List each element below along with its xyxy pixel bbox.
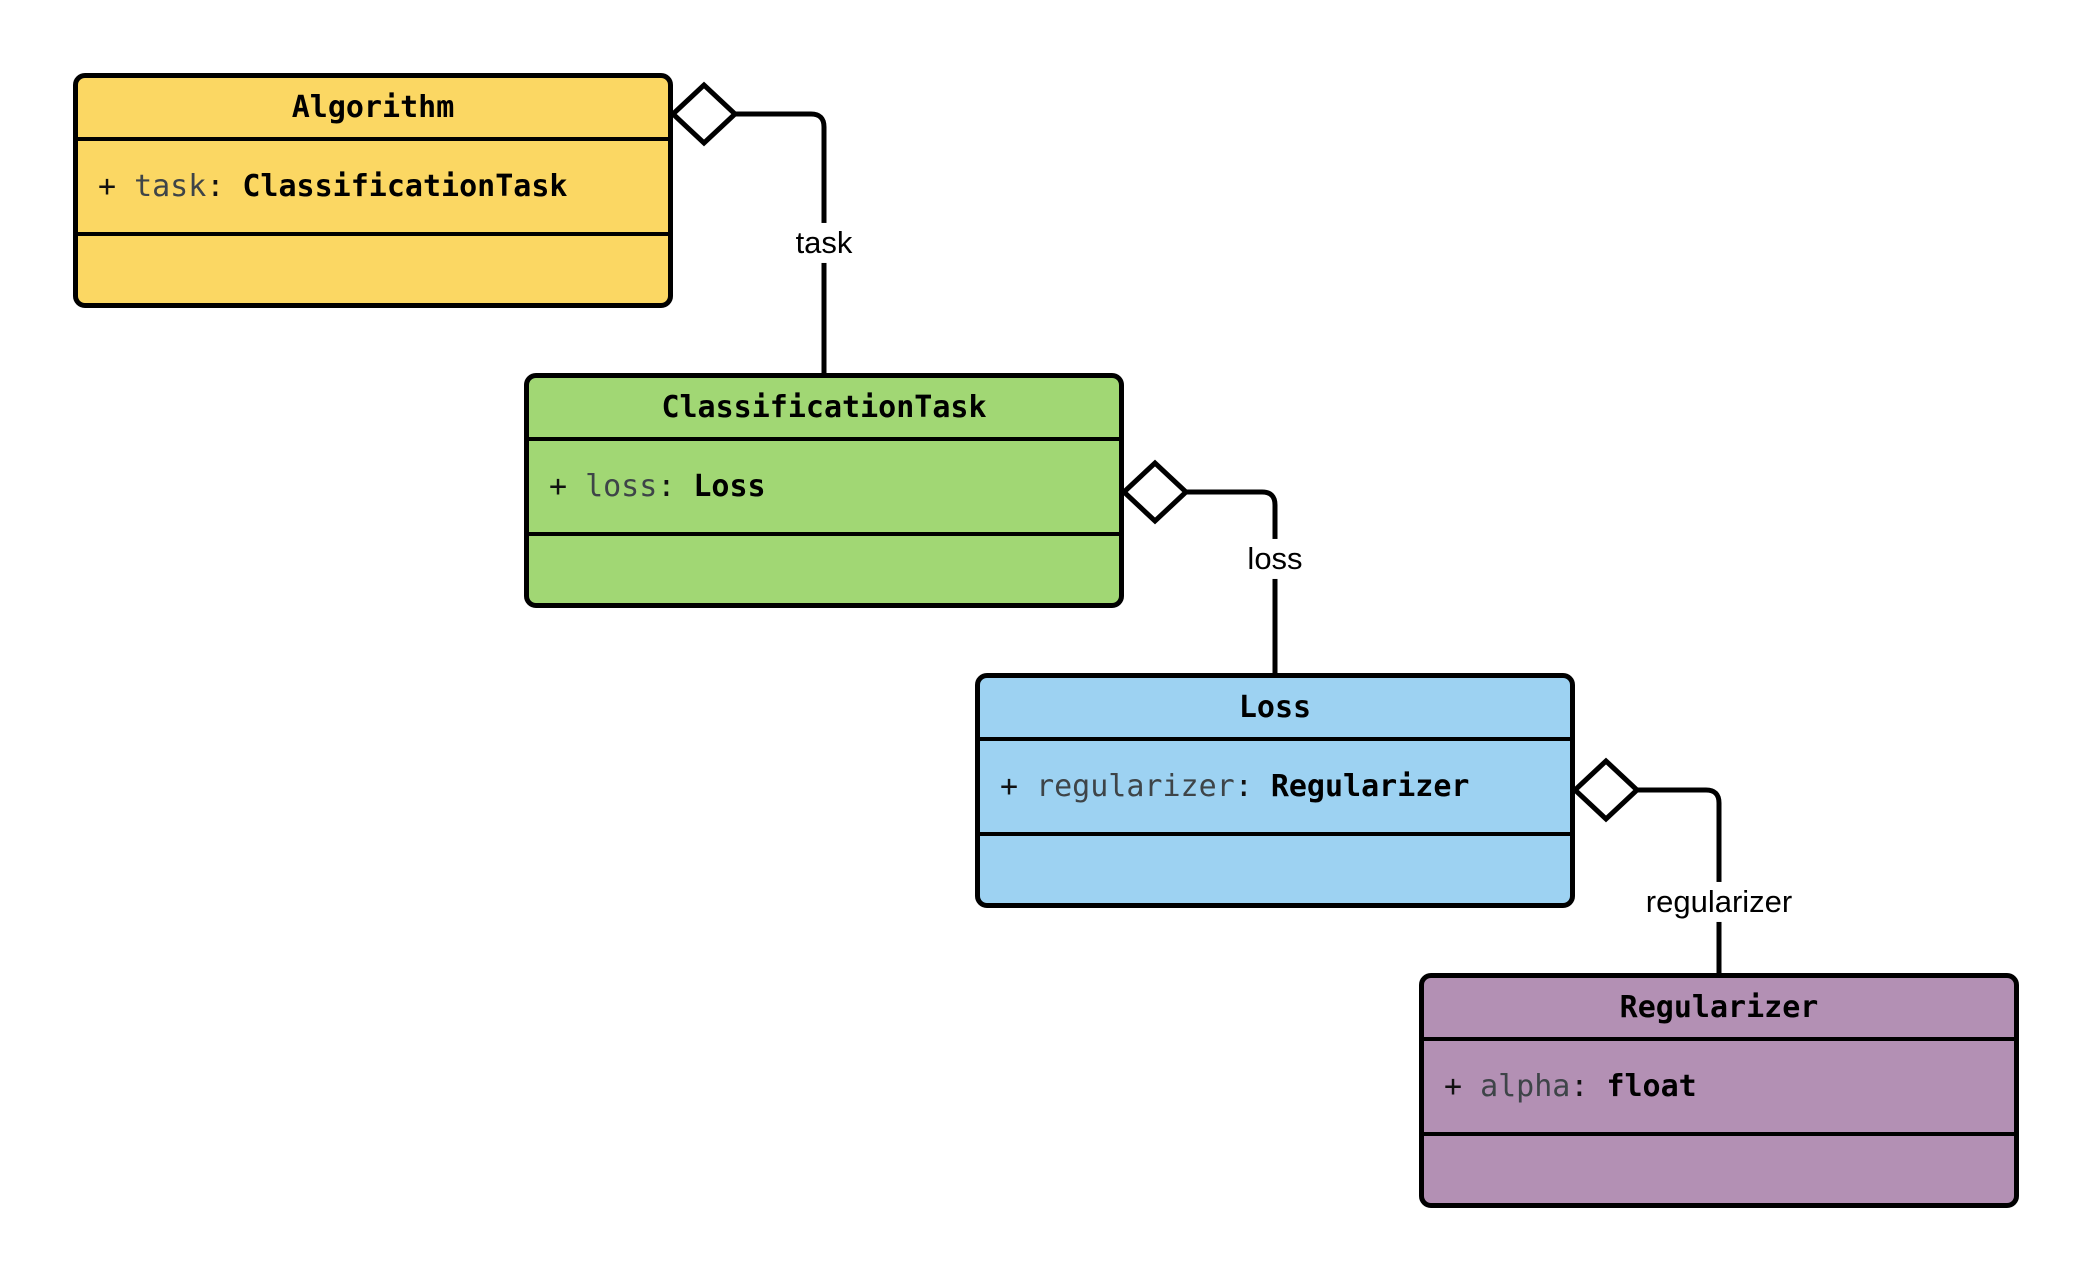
attribute-row: + alpha: float	[1444, 1069, 1697, 1104]
class-title: Algorithm	[78, 78, 668, 141]
attribute-visibility: +	[549, 469, 568, 504]
class-box-loss: Loss + regularizer: Regularizer	[975, 673, 1575, 908]
aggregation-diamond-regularizer	[1571, 757, 1641, 823]
edge-task-line	[735, 111, 827, 373]
attribute-row: + task: ClassificationTask	[98, 169, 567, 204]
aggregation-diamond-task	[669, 81, 739, 147]
attribute-colon: :	[1234, 769, 1253, 804]
attribute-name: alpha	[1480, 1069, 1571, 1104]
edge-label-regularizer: regularizer	[1636, 881, 1802, 923]
attribute-visibility: +	[1444, 1069, 1463, 1104]
attribute-name: task	[134, 169, 207, 204]
attribute-colon: :	[1570, 1069, 1589, 1104]
attribute-type: ClassificationTask	[242, 169, 568, 204]
attribute-row: + loss: Loss	[549, 469, 766, 504]
class-methods-empty	[529, 536, 1119, 603]
class-attributes: + alpha: float	[1424, 1041, 2014, 1136]
class-title: ClassificationTask	[529, 378, 1119, 441]
edge-loss	[1120, 459, 1278, 673]
class-methods-empty	[1424, 1136, 2014, 1203]
edge-regularizer	[1571, 757, 1722, 973]
edge-label-task: task	[786, 222, 862, 264]
class-attributes: + regularizer: Regularizer	[980, 741, 1570, 836]
attribute-name: regularizer	[1036, 769, 1235, 804]
class-methods-empty	[78, 236, 668, 303]
attribute-name: loss	[585, 469, 658, 504]
class-box-classification-task: ClassificationTask + loss: Loss	[524, 373, 1124, 608]
attribute-type: Loss	[693, 469, 766, 504]
class-box-algorithm: Algorithm + task: ClassificationTask	[73, 73, 673, 308]
edge-task	[669, 81, 827, 373]
attribute-visibility: +	[98, 169, 117, 204]
class-box-regularizer: Regularizer + alpha: float	[1419, 973, 2019, 1208]
class-title: Regularizer	[1424, 978, 2014, 1041]
edge-label-loss: loss	[1238, 538, 1312, 580]
edge-loss-line	[1186, 489, 1278, 673]
attribute-type: float	[1606, 1069, 1697, 1104]
attribute-type: Regularizer	[1270, 769, 1470, 804]
class-attributes: + task: ClassificationTask	[78, 141, 668, 236]
attribute-colon: :	[657, 469, 676, 504]
class-title: Loss	[980, 678, 1570, 741]
class-methods-empty	[980, 836, 1570, 903]
attribute-row: + regularizer: Regularizer	[1000, 769, 1470, 804]
edge-regularizer-line	[1637, 787, 1722, 973]
aggregation-diamond-loss	[1120, 459, 1190, 525]
attribute-visibility: +	[1000, 769, 1019, 804]
attribute-colon: :	[206, 169, 225, 204]
class-attributes: + loss: Loss	[529, 441, 1119, 536]
